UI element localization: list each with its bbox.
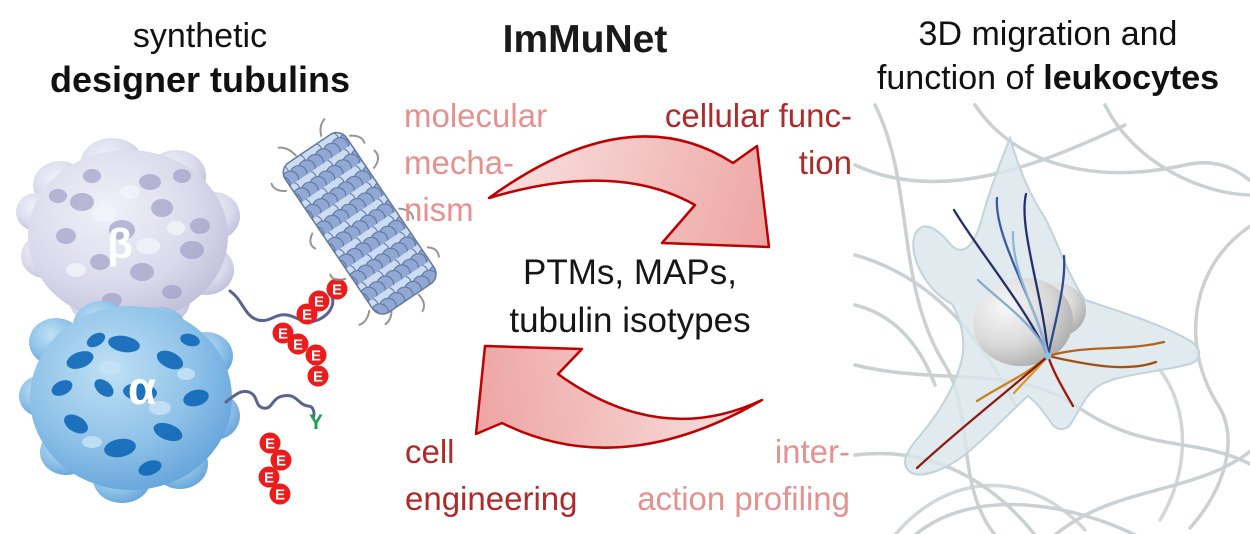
label-line: nism [404,191,474,228]
tubulin-dimer-illustration: β [16,138,348,505]
right-title-line1: 3D migration and [918,15,1178,53]
left-title-line2: designer tubulins [49,59,351,100]
alpha-ctt-tail [224,389,316,420]
svg-text:E: E [275,487,285,504]
glutamate-badge: E [326,278,348,300]
cycle-arrow-back [474,344,764,449]
svg-text:E: E [276,453,286,470]
label-line: tion [798,144,852,181]
glutamate-badge: E [305,344,327,366]
svg-text:E: E [332,282,342,299]
right-title-line2-bold: leukocytes [1043,59,1220,97]
cycle-arrow-forward [487,135,771,249]
microtubule-cytoskeleton [915,192,1166,470]
right-title-line2: function of leukocytes [848,56,1248,100]
label-line: molecular [404,97,548,134]
label-hub-topics: PTMs, MAPs, tubulin isotypes [450,249,810,345]
alpha-subunit-label: α [128,362,156,414]
right-title-line2-regular: function of [876,59,1044,97]
cycle-arrows [474,135,771,449]
label-molecular-mechanism: molecular mecha- nism [404,92,584,233]
svg-text:E: E [293,337,303,354]
project-title: ImMuNet [502,18,668,61]
label-cell-engineering: cell engineering [405,428,625,522]
glutamate-badge: E [259,432,281,454]
label-line: engineering [405,480,578,517]
svg-text:E: E [311,348,321,365]
right-panel-title: 3D migration and function of leukocytes [848,12,1248,100]
microtubule-illustration [270,118,440,326]
label-cellular-function: cellular func- tion [600,92,852,186]
glutamate-badge: E [272,322,294,344]
microtubule-tail-hairs [270,118,440,326]
svg-text:E: E [313,369,323,386]
svg-text:E: E [314,294,324,311]
label-interaction-profiling: inter- action profiling [560,428,850,522]
left-title-line1: synthetic [132,17,268,55]
matrix-fibers-back [853,103,1250,534]
glutamate-badge: E [287,333,309,355]
label-line: cellular func- [664,97,852,134]
glutamate-badge: E [269,483,291,505]
beta-ctt-tail [228,289,335,324]
beta-subunit-blob: β [16,138,240,325]
label-line: action profiling [637,480,850,517]
alpha-polyglutamate-chain: E E E E [258,432,292,505]
glutamate-badge: E [296,303,318,325]
label-line: inter- [774,433,850,470]
matrix-fibers-front [893,368,1185,534]
beta-polyglutamate-chain: E E E E E E E [272,278,348,387]
glutamate-badge: E [270,449,292,471]
svg-text:E: E [264,470,274,487]
svg-text:E: E [265,436,275,453]
label-line: mecha- [404,144,515,181]
label-line: tubulin isotypes [509,301,751,340]
label-line: cell [405,433,455,470]
label-line: PTMs, MAPs, [523,253,737,292]
left-panel-title: synthetic designer tubulins [20,14,380,102]
glutamate-badge: E [258,466,280,488]
tyrosine-label: Y [309,411,323,434]
svg-text:E: E [302,307,312,324]
svg-text:E: E [278,326,288,343]
glutamate-badge: E [307,365,329,387]
alpha-subunit-blob: α [19,301,240,503]
centrosome-dot [1044,352,1052,360]
beta-subunit-label: β [107,220,133,267]
leukocyte-illustration [853,103,1250,534]
